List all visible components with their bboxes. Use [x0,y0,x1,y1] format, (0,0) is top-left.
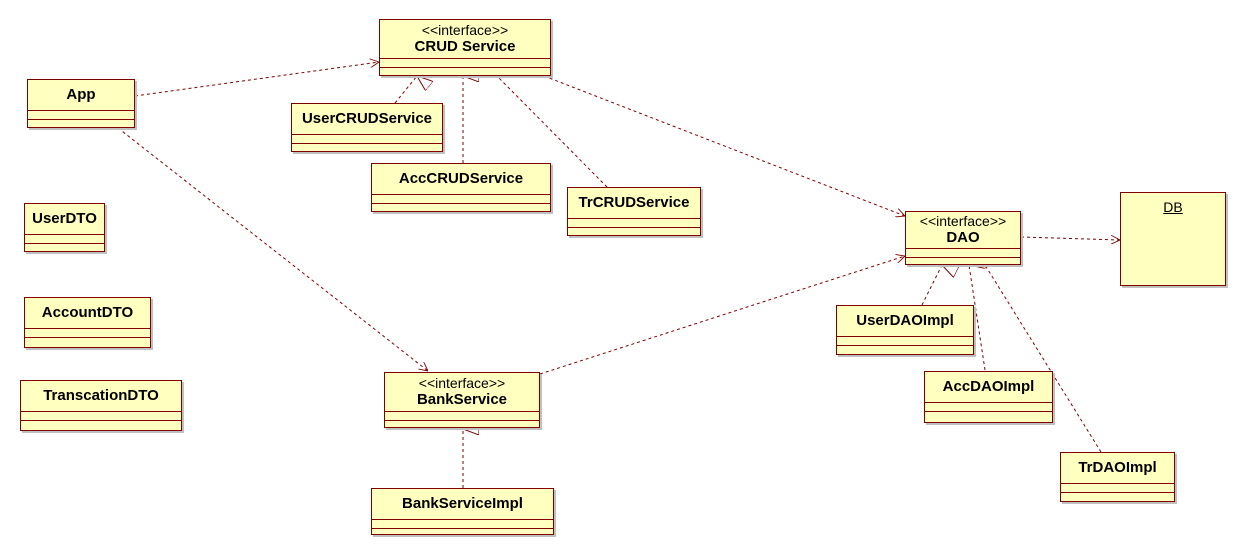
class-name: TrCRUDService [578,194,690,211]
class-name: DAO [946,229,980,246]
db-node[interactable]: DB [1120,192,1226,286]
attributes-compartment [25,234,104,243]
class-acc-dao-impl[interactable]: AccDAOImpl [924,371,1053,423]
class-name: TrDAOImpl [1078,459,1157,476]
class-acc-crud-service[interactable]: AccCRUDService [371,163,551,212]
class-name: BankService [416,391,508,408]
class-name: AccDAOImpl [942,378,1035,395]
attributes-compartment [28,110,134,119]
class-account-dto[interactable]: AccountDTO [24,297,151,348]
dep-crud-service-dao [543,75,905,216]
attributes-compartment [292,134,442,143]
class-tr-dao-impl[interactable]: TrDAOImpl [1060,452,1175,502]
class-user-dto[interactable]: UserDTO [24,203,105,252]
operations-compartment [28,119,134,120]
operations-compartment [925,411,1052,412]
class-name: App [66,86,96,103]
operations-compartment [372,528,553,529]
stereotype-label: <<interface>> [421,22,509,38]
class-tr-crud-service[interactable]: TrCRUDService [567,187,701,236]
attributes-compartment [385,411,539,420]
class-name: BankServiceImpl [402,495,523,512]
operations-compartment [837,345,973,346]
attributes-compartment [925,402,1052,411]
operations-compartment [1061,492,1174,493]
class-transaction-dto[interactable]: TranscationDTO [20,380,182,431]
operations-compartment [25,243,104,244]
class-name: UserDTO [32,210,97,227]
interface-crud-service[interactable]: <<interface>> CRUD Service [379,19,551,76]
attributes-compartment [837,336,973,345]
real-user-crud-service [394,76,417,104]
stereotype-label: <<interface>> [418,375,506,391]
class-name: UserCRUDService [301,110,433,127]
class-name: TranscationDTO [43,387,159,404]
attributes-compartment [380,58,550,67]
class-user-dao-impl[interactable]: UserDAOImpl [836,305,974,355]
attributes-compartment [372,519,553,528]
class-app[interactable]: App [27,79,135,128]
interface-bank-service[interactable]: <<interface>> BankService [384,372,540,428]
stereotype-label: <<interface>> [919,213,1007,229]
operations-compartment [372,203,550,204]
class-name: AccountDTO [41,304,134,321]
operations-compartment [568,227,700,228]
operations-compartment [21,420,181,421]
operations-compartment [380,67,550,68]
real-tr-crud-service [497,76,608,188]
class-name: AccCRUDService [398,170,524,187]
class-name: CRUD Service [414,38,516,55]
dep-dao-db [1020,237,1120,240]
class-user-crud-service[interactable]: UserCRUDService [291,103,443,152]
operations-compartment [385,420,539,421]
dep-app-crud-service [134,62,379,97]
attributes-compartment [21,411,181,420]
operations-compartment [292,143,442,144]
attributes-compartment [906,248,1020,257]
class-bank-service-impl[interactable]: BankServiceImpl [371,488,554,535]
interface-dao[interactable]: <<interface>> DAO [905,211,1021,265]
real-user-dao-impl [921,265,942,306]
dep-bank-service-dao [539,256,905,375]
attributes-compartment [372,194,550,203]
real-tr-dao-impl [985,265,1102,453]
attributes-compartment [25,328,150,337]
attributes-compartment [1061,483,1174,492]
operations-compartment [906,257,1020,258]
attributes-compartment [568,218,700,227]
class-name: UserDAOImpl [856,312,954,329]
operations-compartment [25,337,150,338]
db-label: DB [1163,199,1183,215]
